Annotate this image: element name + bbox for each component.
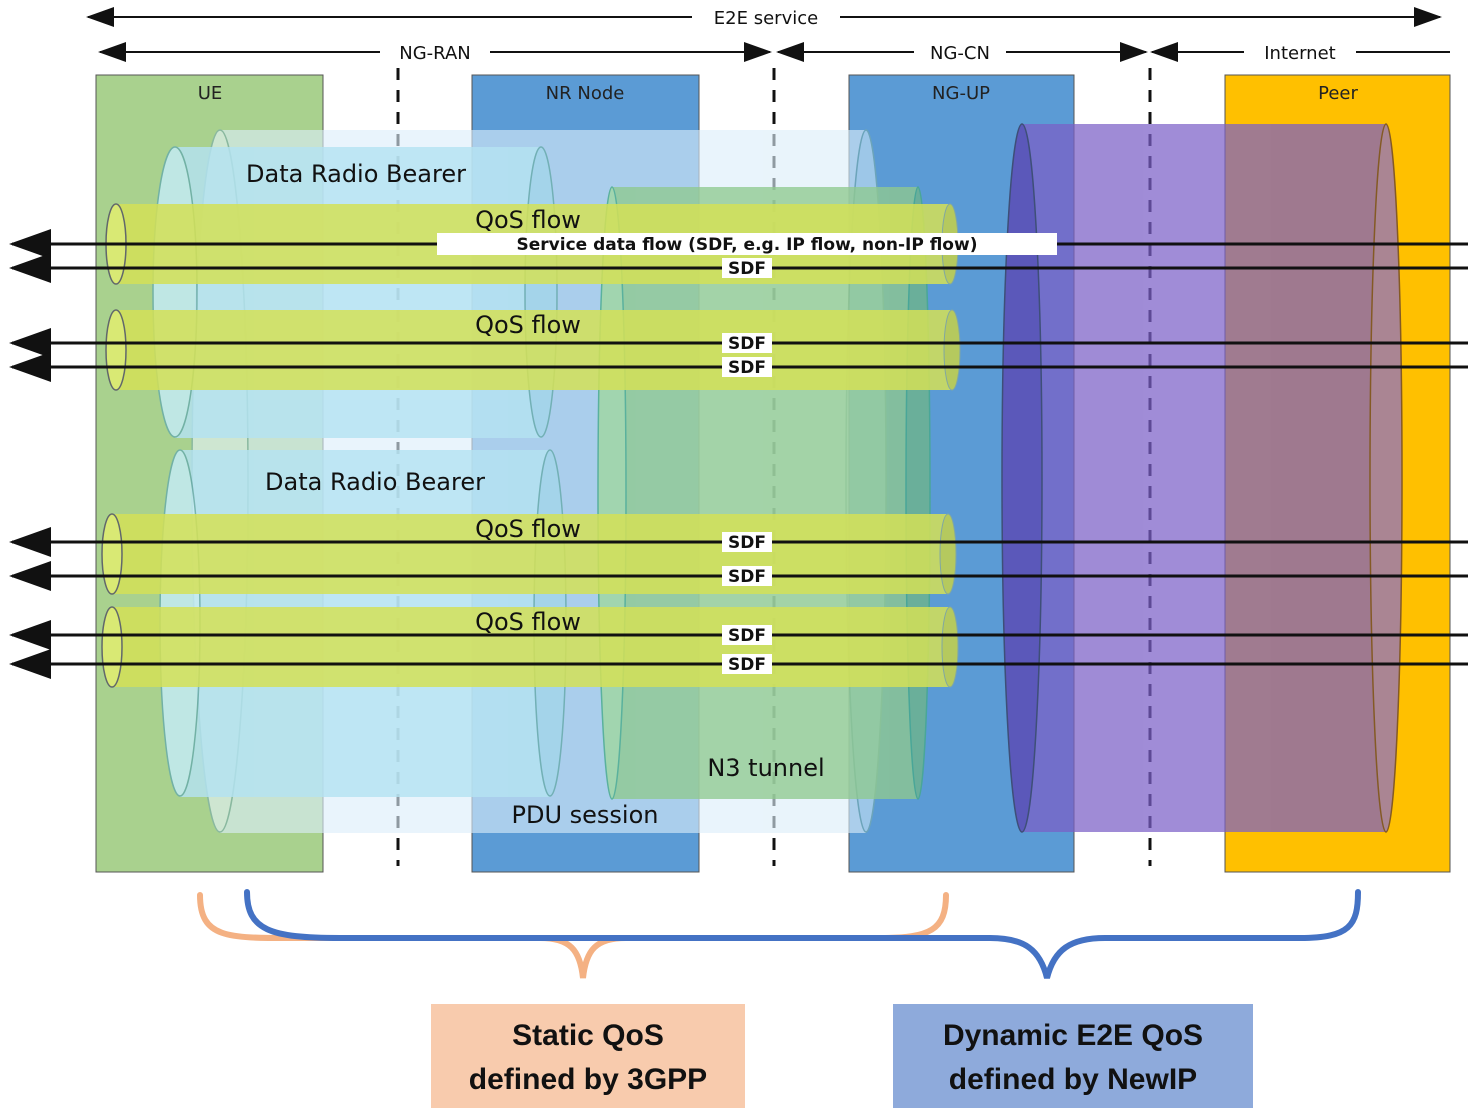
ng-ran-label: NG-RAN — [399, 43, 470, 64]
ng-up-label: NG-UP — [932, 83, 990, 104]
newip-e2e-tube — [1001, 123, 1403, 833]
dynamic-qos-line1: Dynamic E2E QoS — [942, 1019, 1204, 1052]
sdf-label-4: SDF — [728, 358, 766, 378]
qos-flow-2-label: QoS flow — [475, 311, 581, 339]
qos-flow-3-label: QoS flow — [475, 515, 581, 543]
pdu-session-label: PDU session — [512, 801, 659, 829]
sdf-label-1: Service data flow (SDF, e.g. IP flow, no… — [517, 235, 978, 255]
drb-1-label: Data Radio Bearer — [246, 160, 466, 188]
static-qos-box: Static QoS defined by 3GPP — [431, 1004, 745, 1108]
n3-tunnel-label: N3 tunnel — [707, 754, 824, 782]
e2e-service-label: E2E service — [714, 8, 818, 29]
nr-node-label: NR Node — [546, 83, 625, 104]
dynamic-qos-box: Dynamic E2E QoS defined by NewIP — [893, 1004, 1253, 1108]
e2e-service-span: E2E service — [86, 6, 1442, 29]
sdf-label-6: SDF — [728, 567, 766, 587]
sdf-label-7: SDF — [728, 626, 766, 646]
data-radio-bearer-1 — [152, 146, 558, 438]
ng-ran-span: NG-RAN — [98, 42, 772, 64]
ue-label: UE — [198, 83, 223, 104]
qos-flow-4-label: QoS flow — [475, 608, 581, 636]
drb-2-label: Data Radio Bearer — [265, 468, 485, 496]
qos-flow-4 — [101, 606, 959, 688]
dynamic-qos-brace — [244, 889, 1361, 979]
ng-cn-label: NG-CN — [930, 43, 990, 64]
sdf-label-3: SDF — [728, 334, 766, 354]
peer-label: Peer — [1318, 83, 1358, 104]
ng-cn-span: NG-CN — [776, 42, 1148, 64]
sdf-label-2: SDF — [728, 259, 766, 279]
qos-flow-2 — [105, 309, 961, 391]
qos-flow-3 — [101, 513, 957, 595]
dynamic-qos-line2: defined by NewIP — [948, 1063, 1198, 1096]
qos-flow-1-label: QoS flow — [475, 206, 581, 234]
static-qos-line2: defined by 3GPP — [468, 1063, 708, 1096]
internet-span: Internet — [1150, 42, 1450, 64]
static-qos-line1: Static QoS — [512, 1019, 664, 1052]
sdf-label-5: SDF — [728, 533, 766, 553]
internet-label: Internet — [1264, 43, 1335, 64]
sdf-label-8: SDF — [728, 655, 766, 675]
